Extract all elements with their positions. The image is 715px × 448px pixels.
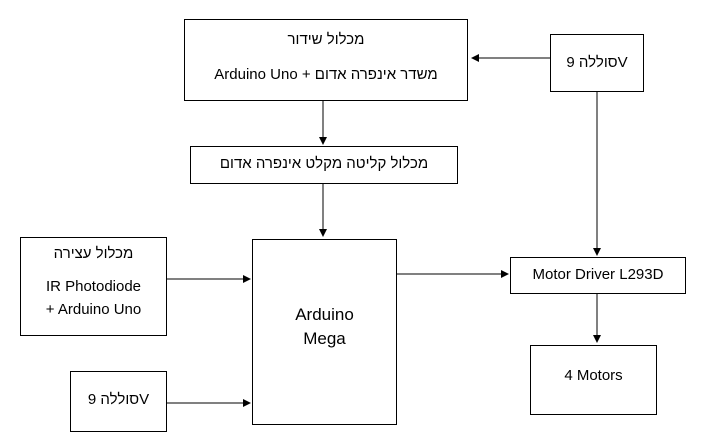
transmit-assembly-box: מכלול שידור Arduino Uno + משדר אינפרה אד… bbox=[184, 19, 468, 101]
motor-driver-label: Motor Driver L293D bbox=[532, 266, 664, 283]
battery-top-label: סוללה 9V bbox=[566, 54, 628, 71]
arduino-mega-box: Arduino Mega bbox=[252, 239, 397, 425]
motors-box: 4 Motors bbox=[530, 345, 657, 415]
battery-bottom-label: סוללה 9V bbox=[87, 391, 150, 408]
receiver-assembly-box: מכלול קליטה מקלט אינפרה אדום bbox=[190, 146, 458, 184]
motor-driver-box: Motor Driver L293D bbox=[510, 257, 686, 294]
stop-assembly-title: מכלול עצירה bbox=[53, 245, 134, 262]
arduino-mega-line2: Mega bbox=[303, 329, 346, 348]
transmit-assembly-subtitle: Arduino Uno + משדר אינפרה אדום bbox=[214, 66, 438, 83]
transmit-assembly-title: מכלול שידור bbox=[287, 31, 365, 48]
arduino-mega-line1: Arduino bbox=[295, 305, 354, 324]
receiver-assembly-label: מכלול קליטה מקלט אינפרה אדום bbox=[219, 155, 429, 172]
stop-assembly-box: מכלול עצירה IR Photodiode + Arduino Uno bbox=[20, 237, 167, 336]
stop-assembly-line2: + Arduino Uno bbox=[45, 301, 142, 318]
stop-assembly-line1: IR Photodiode bbox=[45, 278, 142, 295]
motors-label: 4 Motors bbox=[564, 367, 623, 384]
battery-top-box: סוללה 9V bbox=[550, 34, 644, 92]
battery-bottom-box: סוללה 9V bbox=[70, 371, 167, 432]
